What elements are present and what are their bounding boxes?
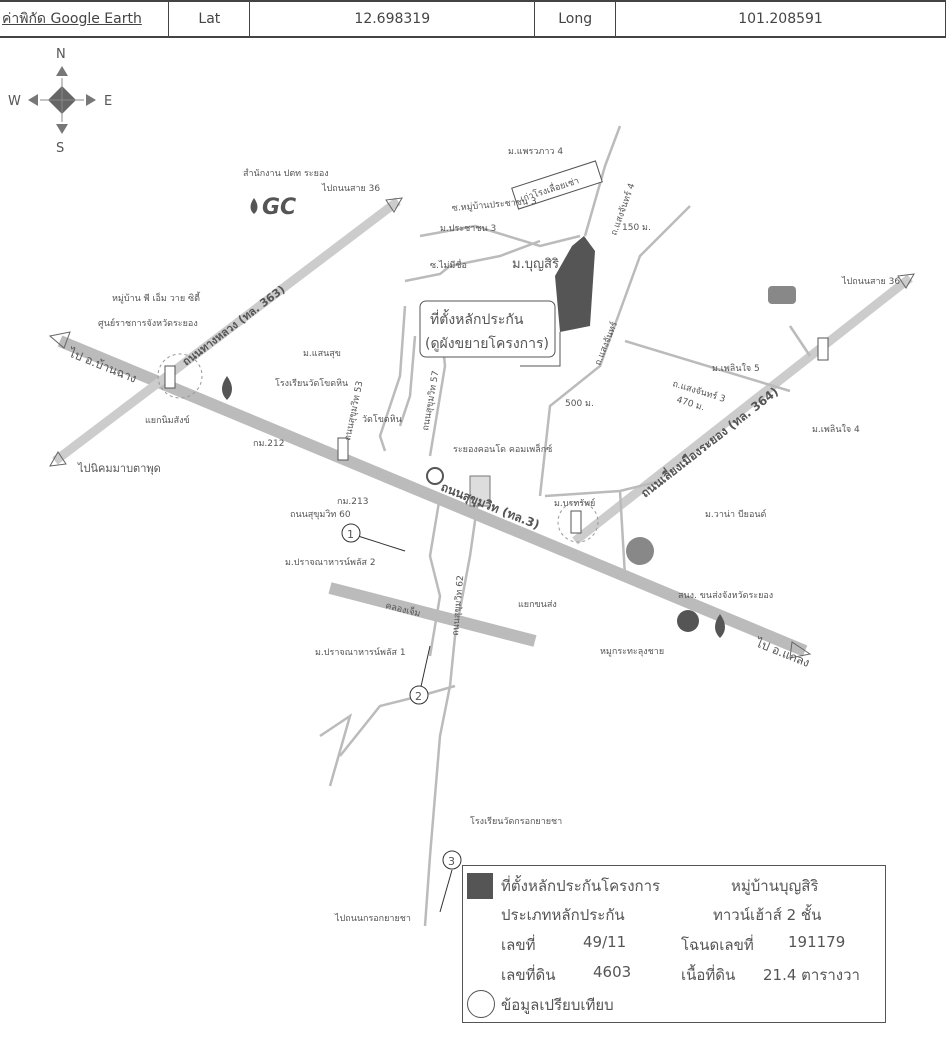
map-label: 1 bbox=[347, 528, 354, 541]
location-map: N S W E ที่ตั้งหลักป bbox=[8, 47, 915, 927]
compass-icon: N S W E bbox=[8, 47, 112, 156]
lat-label: Lat bbox=[169, 2, 251, 36]
legend-land-no-value: 4603 bbox=[593, 963, 632, 981]
map-label: กม.213 bbox=[337, 497, 368, 507]
map-label: ม.ปราจณาหารน์พลัส 2 bbox=[285, 556, 376, 568]
map-label: สำนักงาน ปตท ระยอง bbox=[243, 168, 329, 179]
map-label: GC bbox=[262, 195, 296, 220]
legend-box: ที่ตั้งหลักประกันโครงการ หมู่บ้านบุญสิริ… bbox=[462, 865, 886, 1023]
coordinate-table: ค่าพิกัด Google Earth Lat 12.698319 Long… bbox=[0, 0, 947, 38]
legend-land-no-label: เลขที่ดิน bbox=[501, 966, 556, 984]
map-label: S bbox=[56, 141, 64, 156]
map-label: หมู่บ้าน พี เอ็ม วาย ซิตี้ bbox=[112, 291, 201, 304]
map-label: ม.เพลินใจ 4 bbox=[812, 424, 860, 435]
legend-area-value: 21.4 ตารางวา bbox=[763, 966, 860, 984]
long-label: Long bbox=[535, 2, 617, 36]
map-label: ถนนสุขุมวิท 53 bbox=[342, 380, 365, 442]
map-label: โรงเรียนวัดกรอกยายชา bbox=[470, 816, 562, 827]
map-label: ม.ประชาชน 3 bbox=[440, 224, 496, 234]
map-label: ม.บรทรัพย์ bbox=[554, 497, 595, 509]
map-labels: ไปถนนสาย 36 ไปถนนสาย 36 สำนักงาน ปตท ระย… bbox=[66, 147, 900, 924]
map-label: ซ.หมู่บ้านประชาชน 3 bbox=[451, 196, 537, 214]
transport-office-icon bbox=[626, 537, 654, 565]
collateral-swatch-icon bbox=[467, 873, 493, 899]
collateral-callout bbox=[419, 300, 556, 358]
legend-compare-label: ข้อมูลเปรียบเทียบ bbox=[501, 996, 614, 1014]
legend-type-label: ประเภทหลักประกัน bbox=[501, 906, 625, 924]
map-label: ไปนิคมมาบตาพุด bbox=[77, 462, 161, 475]
legend-deed-value: 191179 bbox=[788, 933, 846, 951]
map-label: W bbox=[8, 94, 21, 109]
map-label: วัดโขดหิน bbox=[362, 414, 402, 425]
map-label: ที่ตั้งหลักประกัน bbox=[430, 309, 524, 328]
legend-no-value: 49/11 bbox=[583, 933, 627, 951]
map-label: 500 ม. bbox=[565, 399, 594, 409]
map-label: 2 bbox=[415, 690, 422, 703]
comparison-marker-3: 3 bbox=[439, 850, 462, 913]
ptt-logo-icon bbox=[222, 376, 232, 400]
road-364-bypass bbox=[572, 273, 915, 545]
map-label: ม.แสนสุข bbox=[303, 349, 341, 359]
bus-icon bbox=[768, 286, 796, 304]
ptt-logo-icon bbox=[250, 198, 258, 214]
collateral-site bbox=[555, 236, 595, 332]
map-label: ศูนย์ราชการจังหวัดระยอง bbox=[98, 317, 198, 329]
map-label: ไปถนนกรอกยายชา bbox=[334, 913, 411, 924]
map-label: สนง. ขนส่งจังหวัดระยอง bbox=[678, 591, 773, 601]
legend-area-label: เนื้อที่ดิน bbox=[681, 966, 736, 984]
map-label: ซ.ไม่มีชื่อ bbox=[430, 258, 467, 271]
map-label: (ดูผังขยายโครงการ) bbox=[425, 335, 549, 352]
map-label: ถนนเลี่ยงเมืองระยอง (ทล. 364) bbox=[637, 383, 781, 500]
map-label: ค่าพิกัด Google Earth bbox=[2, 11, 142, 27]
condo-icon bbox=[469, 475, 491, 507]
map-label: ถ.แสงจันทร์ bbox=[592, 320, 620, 367]
map-label: แยกนิมสังข์ bbox=[145, 414, 190, 426]
map-label: ม.ปราจณาหารน์พลัส 1 bbox=[315, 646, 406, 658]
map-label: ม.บุญสิริ bbox=[512, 257, 559, 272]
map-label: ระยองคอนโด คอมเพล็กซ์ bbox=[453, 442, 552, 455]
legend-no-label: เลขที่ bbox=[501, 936, 536, 954]
comparison-marker-2: 2 bbox=[409, 645, 431, 705]
comparison-marker-1: 1 bbox=[341, 523, 406, 552]
road-sukhumvit bbox=[48, 331, 812, 659]
legend-type-value: ทาวน์เฮ้าส์ 2 ชั้น bbox=[713, 906, 822, 924]
map-label: E bbox=[104, 94, 112, 109]
map-label: โรงเรียนวัดโขดหิน bbox=[275, 378, 348, 389]
lat-value: 12.698319 bbox=[250, 2, 536, 36]
restaurant-icon bbox=[677, 610, 699, 632]
map-label: ม.วาน่า บียอนด์ bbox=[705, 508, 767, 520]
legend-collateral-value: หมู่บ้านบุญสิริ bbox=[731, 877, 819, 895]
map-label: N bbox=[56, 47, 66, 62]
old-factory-box bbox=[511, 160, 603, 210]
legend-collateral-label: ที่ตั้งหลักประกันโครงการ bbox=[501, 877, 661, 895]
map-label: 3 bbox=[448, 855, 455, 868]
map-label: หมูกระทะลุงชาย bbox=[600, 647, 664, 657]
map-label: ถนนสุขุมวิท 62 bbox=[450, 575, 466, 636]
legend-deed-label: โฉนดเลขที่ bbox=[681, 936, 754, 954]
map-label: ถนนสุขุมวิท 60 bbox=[290, 509, 351, 520]
coord-label: ค่าพิกัด Google Earth bbox=[0, 2, 170, 36]
map-label: ไปถนนสาย 36 bbox=[321, 183, 380, 194]
ptt-logo-icon bbox=[715, 614, 725, 638]
map-label: ม.แพรวภาว 4 bbox=[508, 147, 563, 157]
map-label: กม.212 bbox=[253, 439, 284, 449]
map-label: ไปถนนสาย 36 bbox=[841, 276, 900, 287]
minor-roads bbox=[319, 125, 812, 927]
toyota-logo-icon bbox=[426, 467, 444, 485]
canal bbox=[328, 582, 537, 647]
map-label: แยกขนส่ง bbox=[518, 600, 557, 610]
traffic-light-icon bbox=[164, 337, 829, 534]
comparison-circle-icon bbox=[467, 990, 495, 1018]
road-363 bbox=[49, 197, 403, 467]
map-label: ม.เพลินใจ 5 bbox=[712, 363, 760, 374]
long-value: 101.208591 bbox=[616, 2, 947, 36]
map-label: 150 ม. bbox=[622, 223, 651, 233]
